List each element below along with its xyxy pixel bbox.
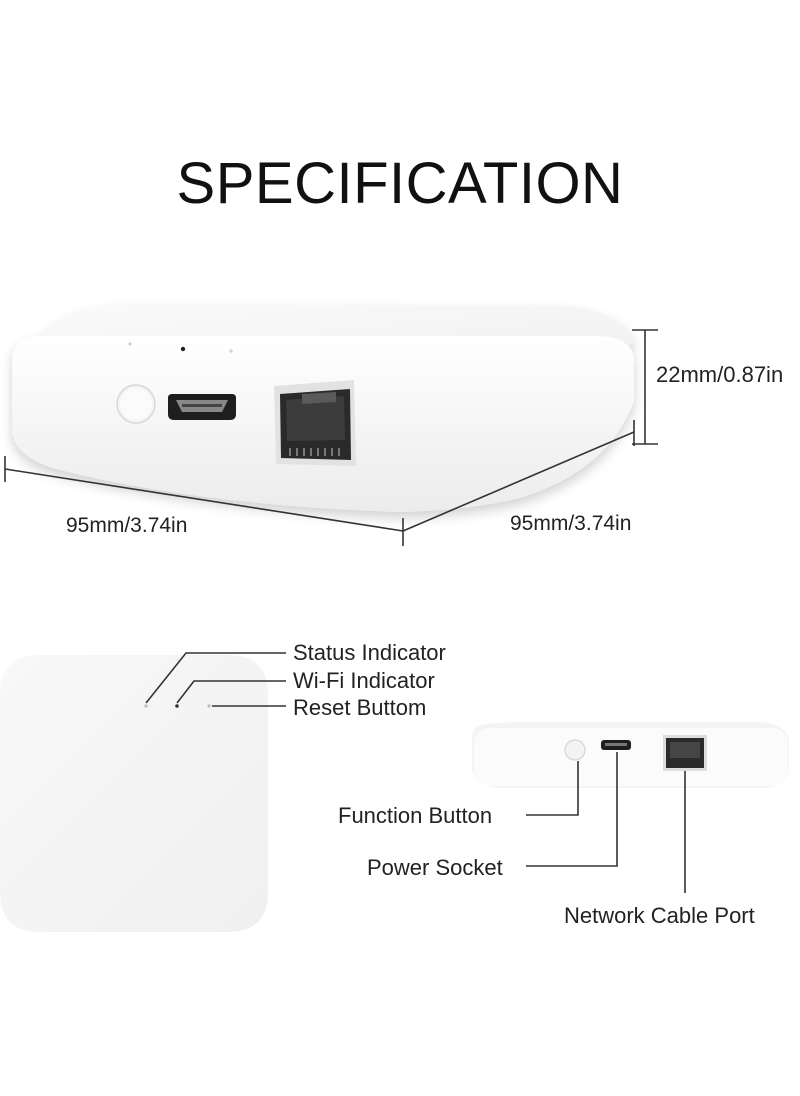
wifi-dot-icon	[180, 346, 186, 352]
top-view-callout-lines	[145, 652, 286, 707]
status-indicator-label: Status Indicator	[293, 640, 446, 665]
reset-button-label: Reset Buttom	[293, 695, 427, 720]
front-width-dimension-label: 95mm/3.74in	[66, 514, 188, 537]
side-width-dimension-label: 95mm/3.74in	[510, 512, 632, 535]
height-dimension-label: 22mm/0.87in	[656, 362, 784, 387]
function-button-label: Function Button	[338, 803, 493, 828]
device-front-view	[472, 722, 789, 788]
function-button-icon	[116, 384, 156, 424]
usb-socket-icon	[168, 394, 236, 420]
wifi-indicator-label: Wi-Fi Indicator	[293, 668, 435, 693]
front-view-callout-lines	[526, 752, 686, 893]
network-port-icon	[274, 380, 356, 466]
device-top-view	[0, 655, 268, 932]
power-socket-label: Power Socket	[367, 855, 503, 880]
dimension-lines	[4, 329, 658, 546]
network-cable-port-label: Network Cable Port	[564, 903, 755, 928]
status-dot-icon	[128, 342, 132, 346]
reset-dot-icon	[229, 349, 233, 353]
page-title: SPECIFICATION	[176, 151, 624, 216]
